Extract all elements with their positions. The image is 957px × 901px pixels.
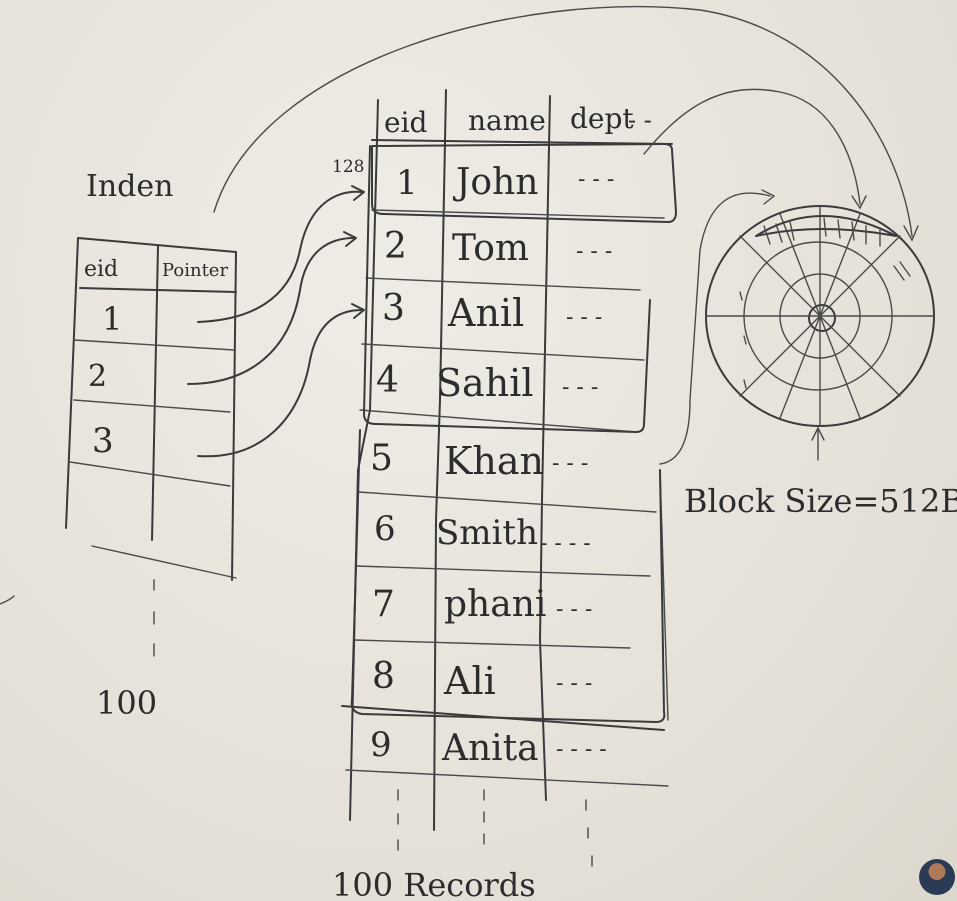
table-row: 5 Khan - - -: [370, 438, 588, 483]
row-dept: - - - -: [556, 737, 607, 762]
table-row: 2 Tom - - -: [384, 226, 612, 269]
table-row-line: [355, 565, 651, 577]
disk-pointer-arrow: [811, 426, 825, 461]
row-name: phani: [444, 584, 546, 625]
pointer-arrow-3: [197, 309, 363, 458]
index-title: Inden: [86, 169, 173, 204]
table-row: 6 Smith - - - -: [374, 509, 591, 556]
index-count: 100: [96, 684, 157, 722]
row-name: Sahil: [436, 361, 533, 405]
table-row-line: [353, 639, 631, 649]
block-outline-records-1-4: [363, 145, 651, 433]
row-dept: - - - -: [540, 531, 591, 556]
table-row-line: [371, 209, 665, 219]
disk-ticks: [739, 291, 747, 389]
index-eid-3: 3: [92, 421, 114, 461]
row-eid: 9: [370, 725, 392, 765]
block-start-address: 128: [332, 157, 364, 177]
disk-highlighted-block: [755, 215, 897, 237]
index-to-disk-arrow: [213, 5, 913, 237]
disk-spindle: [808, 304, 836, 332]
row-name: Anil: [447, 291, 524, 335]
data-table: eid name dept - - 128 1 John - - - 2 Tom…: [332, 89, 677, 901]
disk-hatching: [763, 217, 911, 281]
row-name: Smith: [436, 513, 538, 553]
arrow-head: [351, 303, 365, 319]
index-border-top: [77, 237, 237, 253]
block-outline-records-5-8: [350, 429, 666, 723]
row-dept: - - -: [576, 239, 612, 264]
block-outline-record-1: [371, 143, 677, 223]
table-row-line: [361, 343, 645, 361]
row-dept: - - -: [556, 597, 592, 622]
table-row-line: [365, 277, 641, 291]
table-row: 3 Anil - - -: [382, 288, 602, 335]
index-row-line: [69, 461, 231, 487]
arrow-head: [903, 225, 919, 242]
table-header-dots: - -: [628, 106, 652, 134]
index-eid-2: 2: [88, 359, 107, 394]
row-dept: - - -: [562, 375, 598, 400]
block-to-disk-arrow: [643, 88, 861, 205]
arrow-head: [351, 185, 365, 201]
row-eid: 6: [374, 509, 396, 549]
table-row-line: [357, 491, 657, 513]
index-pointer-arrows: [187, 185, 365, 458]
row-name: Tom: [452, 228, 529, 269]
row-eid: 7: [372, 584, 395, 625]
row-dept: - - -: [556, 671, 592, 696]
table-row: 1 John - - -: [396, 162, 614, 203]
index-row-line: [73, 399, 231, 413]
table-row: 4 Sahil - - -: [376, 360, 598, 405]
table-row: 7 phani - - -: [372, 584, 592, 625]
row-dept: - - -: [566, 305, 602, 330]
index-row-line: [73, 339, 235, 351]
records-count-label: 100 Records: [332, 866, 536, 901]
table-column-divider-eid: [433, 89, 447, 831]
table-header-dept: dept: [570, 102, 634, 135]
row-eid: 1: [396, 163, 418, 203]
presenter-avatar: [919, 859, 955, 895]
table-bottom-line: [345, 769, 669, 787]
index-bottom-line: [91, 545, 237, 579]
arrow-head: [761, 189, 776, 205]
arrow-head: [343, 231, 357, 247]
row-name: Anita: [441, 728, 539, 769]
index-header-line: [79, 287, 237, 293]
row-eid: 8: [372, 656, 395, 697]
index-border-left: [65, 237, 79, 529]
row-name: Ali: [443, 659, 496, 703]
table-header-name: name: [468, 104, 546, 137]
index-column-divider: [151, 245, 159, 541]
index-border-right: [231, 251, 237, 581]
table-row-line: [359, 409, 637, 433]
second-block-to-disk-arrow: [659, 192, 771, 465]
arrow-head: [851, 195, 867, 210]
row-name: John: [452, 162, 538, 203]
block-size-label: Block Size=512B: [684, 482, 957, 520]
disk-platter: [705, 205, 935, 461]
row-eid: 5: [370, 438, 393, 479]
table-row: 8 Ali - - -: [372, 656, 592, 703]
row-eid: 3: [382, 288, 405, 329]
index-table: Inden eid Pointer 1 2 3 100: [65, 169, 237, 722]
table-continuation-dots: [397, 789, 593, 867]
pointer-arrow-2: [187, 237, 355, 385]
disk-sectors: [705, 205, 935, 427]
index-eid-1: 1: [102, 300, 122, 338]
index-header-eid: eid: [84, 257, 118, 282]
row-name: Khan: [444, 439, 544, 483]
pointer-arrow-1: [197, 190, 363, 323]
row-eid: 2: [384, 226, 407, 267]
row-dept: - - -: [578, 167, 614, 192]
table-row: 9 Anita - - - -: [370, 725, 607, 769]
row-dept: - - -: [552, 451, 588, 476]
stray-mark: [0, 595, 15, 605]
table-header-eid: eid: [384, 106, 428, 139]
row-eid: 4: [376, 360, 399, 401]
index-header-pointer: Pointer: [162, 260, 228, 281]
